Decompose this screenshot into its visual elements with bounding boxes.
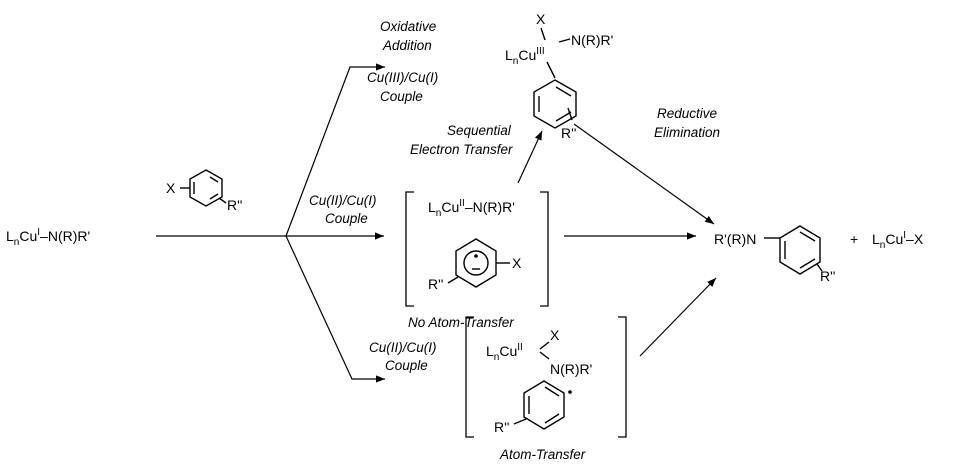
no-atom-transfer-caption: No Atom-Transfer bbox=[408, 315, 514, 330]
plus-sign: + bbox=[850, 231, 858, 247]
svg-text:LnCuI–X: LnCuI–X bbox=[872, 230, 924, 251]
product-r: R'' bbox=[820, 268, 835, 284]
at-x: X bbox=[550, 327, 560, 343]
aryl-halide-x: X bbox=[166, 180, 176, 196]
reductive-elimination-arrow bbox=[573, 123, 715, 225]
aryl-halide-r: R'' bbox=[227, 197, 242, 213]
sequential-et-arrow bbox=[517, 130, 543, 184]
copper-amide-reactant: LnCuI–N(R)R' bbox=[6, 227, 90, 248]
cu3-amine: N(R)R' bbox=[571, 32, 613, 48]
radical-anion-r: R'' bbox=[428, 276, 443, 292]
oxidative-label-1: Oxidative bbox=[380, 19, 436, 34]
reductive-label-1: Reductive bbox=[657, 106, 717, 121]
cu3-r: R'' bbox=[561, 125, 576, 141]
product-amine: R'(R)N bbox=[714, 231, 756, 247]
cu3-couple-label-1: Cu(III)/Cu(I) bbox=[367, 70, 438, 85]
at-r: R'' bbox=[494, 419, 509, 435]
oxidative-label-2: Addition bbox=[382, 38, 432, 53]
svg-text:LnCuI–N(R)R': LnCuI–N(R)R' bbox=[6, 227, 90, 248]
atom-transfer-complex: LnCuII X N(R)R' R'' bbox=[465, 316, 627, 438]
sequential-label-1: Sequential bbox=[447, 123, 512, 138]
at-amine: N(R)R' bbox=[550, 361, 592, 377]
atom-transfer-caption: Atom-Transfer bbox=[499, 447, 586, 462]
cu3-aryl-intermediate: X LnCuIII N(R)R' R'' bbox=[505, 11, 613, 141]
at-couple-label-2: Couple bbox=[385, 358, 428, 373]
copper-halide-byproduct: LnCuI–X bbox=[872, 230, 924, 251]
reductive-label-2: Elimination bbox=[654, 125, 720, 140]
sequential-label-2: Electron Transfer bbox=[410, 142, 513, 157]
svg-text:LnCuII–N(R)R': LnCuII–N(R)R' bbox=[428, 198, 515, 219]
set-couple-label-1: Cu(II)/Cu(I) bbox=[309, 193, 377, 208]
oxidative-addition-arrow bbox=[285, 63, 385, 237]
at-to-product-arrow bbox=[639, 277, 717, 357]
aryl-amine-product: R'(R)N R'' bbox=[714, 225, 835, 284]
svg-text:LnCuII: LnCuII bbox=[486, 342, 523, 363]
radical-anion-complex: LnCuII–N(R)R' X R'' bbox=[405, 191, 549, 307]
radical-anion-x: X bbox=[512, 255, 522, 271]
cu3-x: X bbox=[536, 11, 546, 27]
svg-text:LnCuIII: LnCuIII bbox=[505, 46, 545, 67]
cu3-couple-label-2: Couple bbox=[380, 89, 423, 104]
set-couple-label-2: Couple bbox=[325, 211, 368, 226]
atom-transfer-arrow bbox=[285, 235, 385, 383]
aryl-halide-reagent: X R'' bbox=[166, 169, 242, 213]
at-couple-label-1: Cu(II)/Cu(I) bbox=[369, 340, 437, 355]
